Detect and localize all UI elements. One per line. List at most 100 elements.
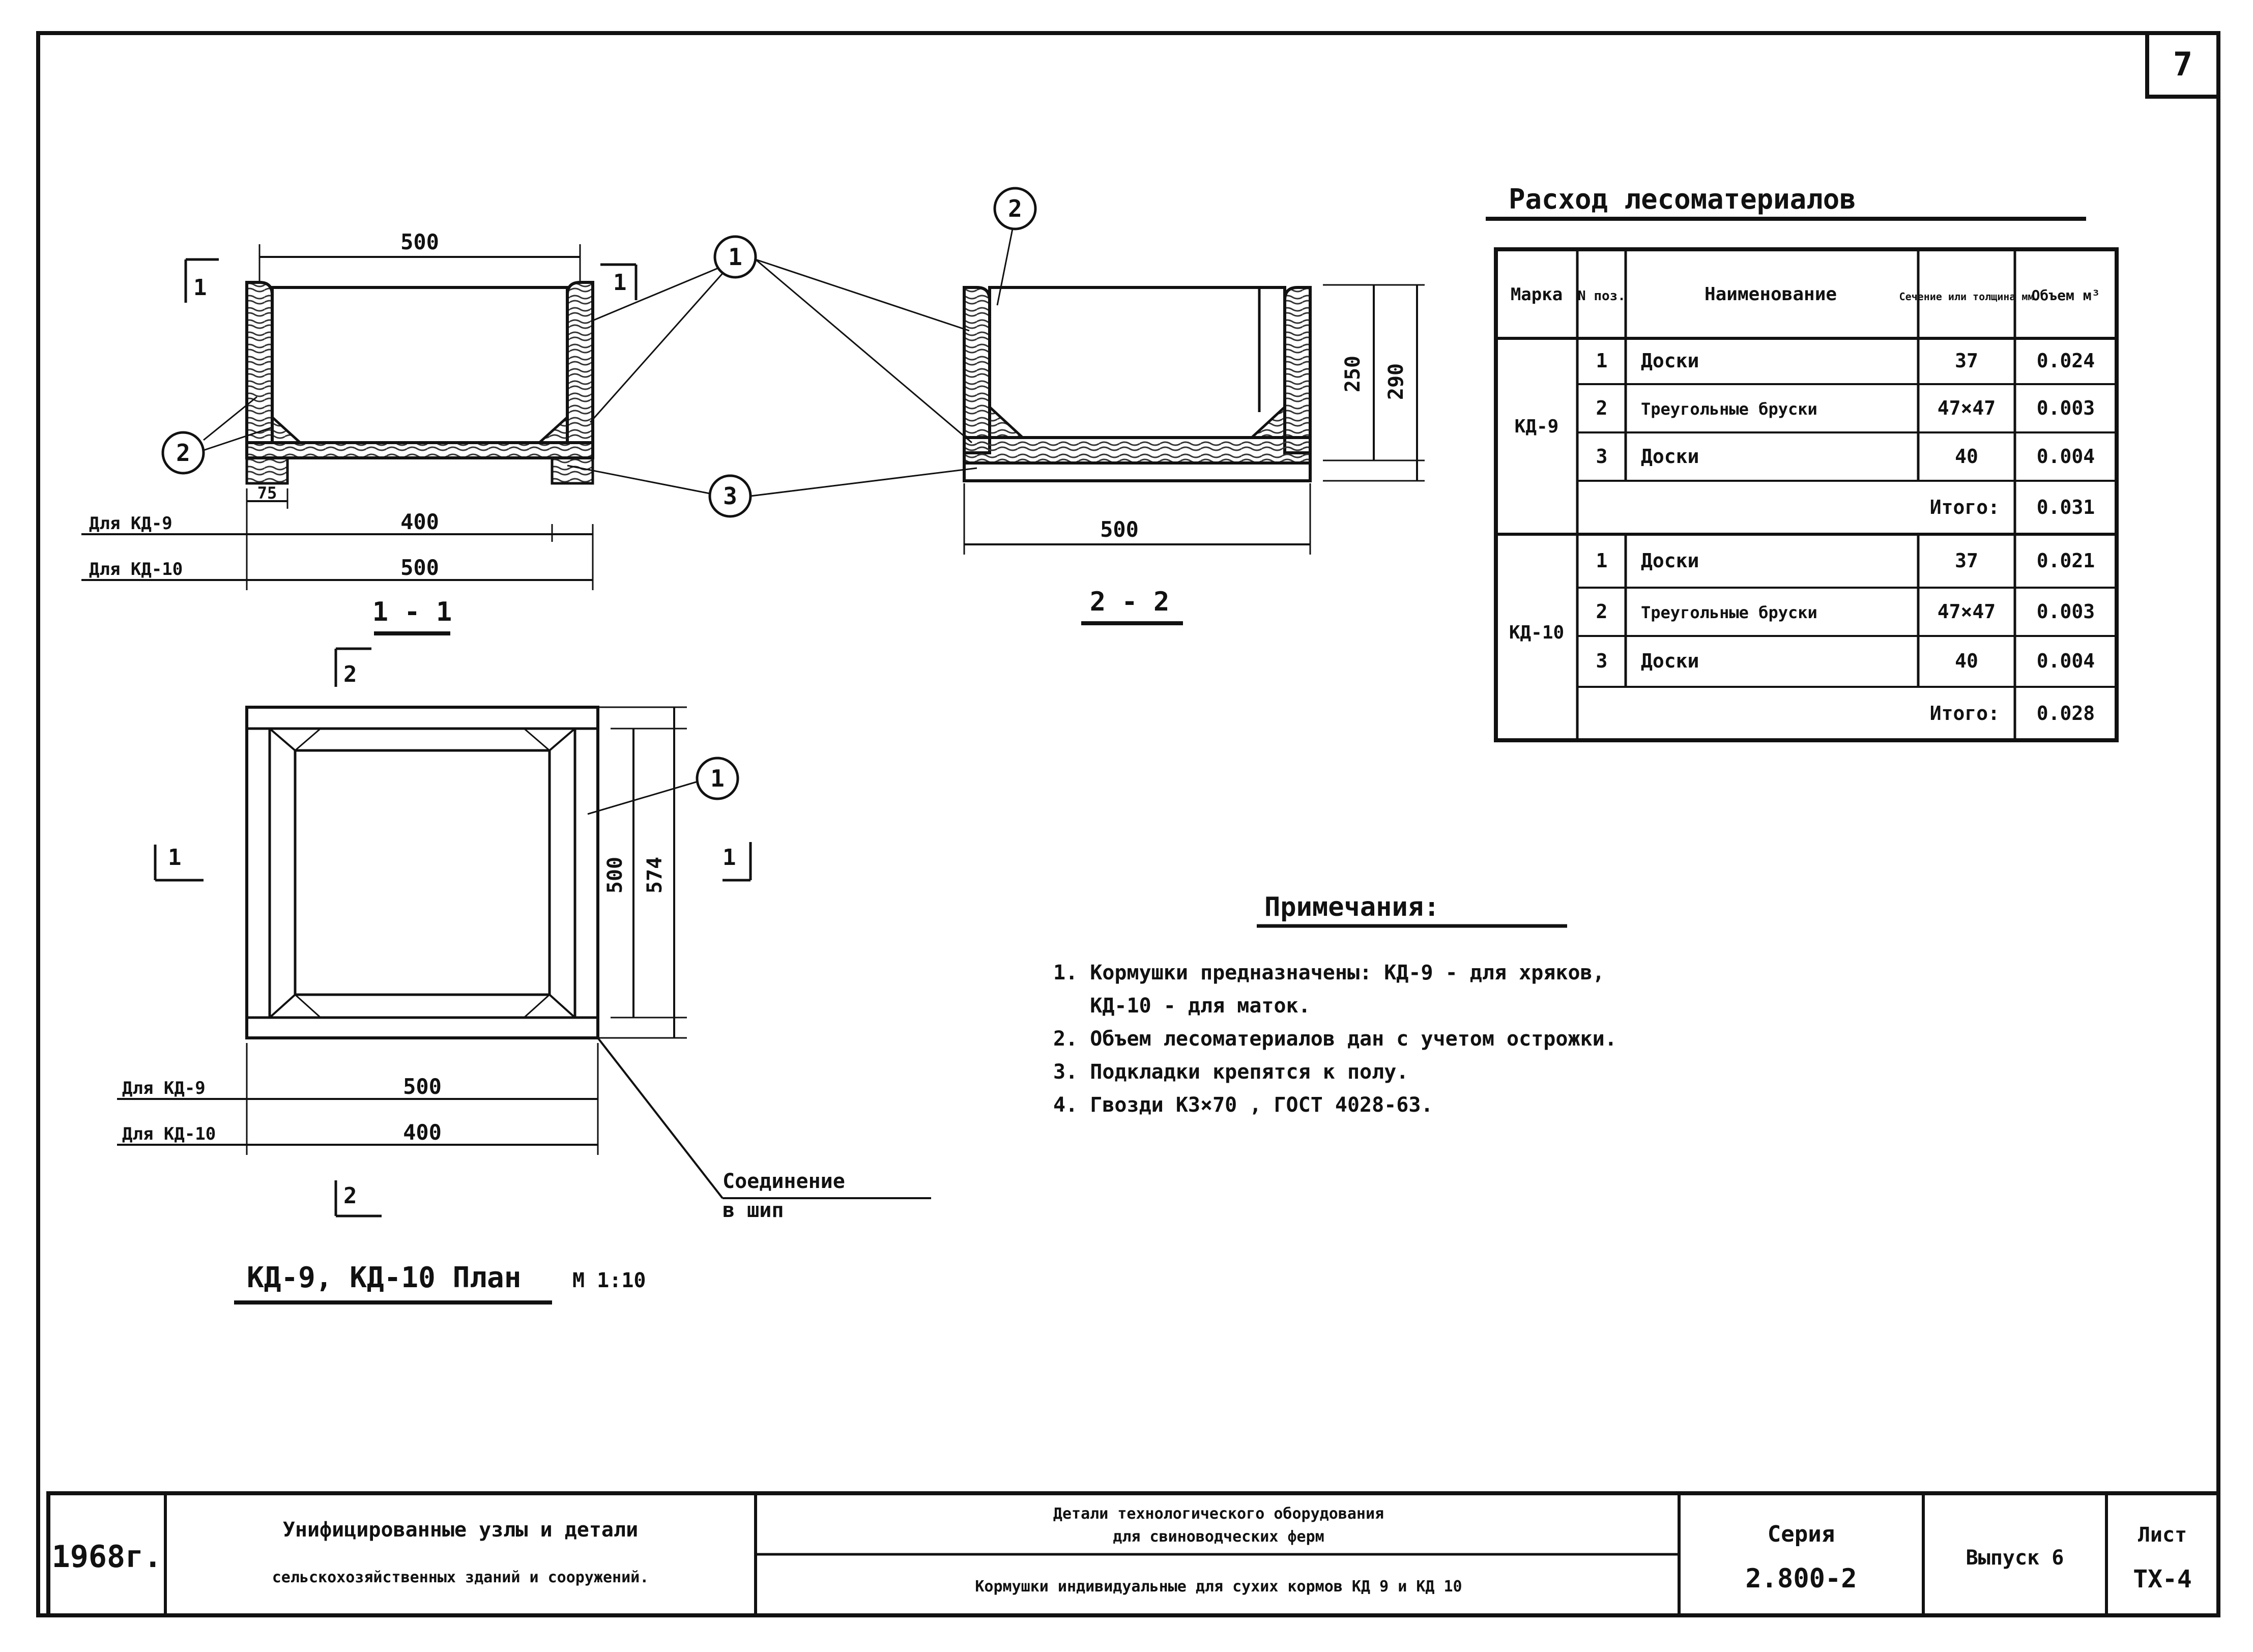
cell-pos: 3 (1596, 445, 1608, 468)
note-item: 4. Гвозди К3×70 , ГОСТ 4028-63. (1053, 1093, 1433, 1117)
th-mark: Марка (1511, 284, 1563, 305)
section2-left-triangle (988, 404, 1026, 439)
plan-outer (245, 706, 599, 1039)
tb-subject-line1: Детали технологического оборудования (1053, 1505, 1384, 1523)
tb-series-label: Серия (1768, 1521, 1835, 1547)
callout-3-label: 3 (723, 482, 737, 510)
section1-bottom-board (245, 441, 594, 459)
th-pos: N поз. (1578, 288, 1626, 304)
section1-right-board (566, 281, 594, 444)
cell-section: 47×47 (1938, 600, 1996, 623)
callout-1-plan-label: 1 (710, 765, 725, 792)
plan-cut-mark-right: 1 (723, 845, 736, 871)
callout-2-top (993, 187, 1037, 230)
section2-width-dim: 500 (1100, 517, 1139, 542)
cell-section: 37 (1955, 350, 1978, 372)
section1-kd9-label: Для КД-9 (89, 513, 172, 534)
section1-left-pad (245, 456, 289, 485)
cell-name: Треугольные бруски (1641, 603, 1817, 622)
group-mark: КД-10 (1509, 622, 1564, 643)
plan-caption: КД-9, КД-10 План (247, 1261, 521, 1294)
title-block: 1968г. Унифицированные узлы и детали сел… (46, 1491, 2220, 1617)
tb-series-line1: Унифицированные узлы и детали (283, 1518, 638, 1542)
section1-caption: 1 - 1 (372, 597, 452, 627)
cell-section: 47×47 (1938, 397, 1996, 419)
cell-section: 40 (1955, 650, 1978, 672)
plan-cut-mark-left: 1 (168, 845, 182, 871)
cell-volume: 0.024 (2037, 350, 2095, 372)
table-title: Расход лесоматериалов (1509, 183, 1856, 215)
plan-kd9-dim: 500 (403, 1074, 442, 1099)
joint-label-line1: Соединение (723, 1170, 845, 1193)
section2-pad (963, 461, 1312, 482)
callout-2-top-label: 2 (1008, 195, 1022, 222)
tb-subject-line2: для свиноводческих ферм (1113, 1528, 1324, 1546)
cell-volume: 0.004 (2037, 650, 2095, 672)
section2-caption: 2 - 2 (1090, 587, 1170, 617)
cell-name: Доски (1641, 650, 1699, 672)
plan-inner-dim: 500 (603, 857, 627, 893)
callout-1-top (713, 235, 757, 279)
section2-bottom-board (963, 436, 1312, 465)
plan-scale: М 1:10 (572, 1269, 646, 1292)
plan-kd10-dim: 400 (403, 1120, 442, 1145)
tb-sheet-label: Лист (2138, 1523, 2187, 1547)
plan-cut-mark-bottom: 2 (343, 1183, 357, 1209)
section1-pad-dim: 75 (257, 483, 277, 503)
plan-kd9-label: Для КД-9 (122, 1078, 206, 1098)
cell-pos: 2 (1596, 397, 1608, 419)
section1-width-dim: 500 (400, 229, 439, 254)
sheet-number: 7 (2173, 46, 2193, 83)
tb-series-value: 2.800-2 (1745, 1563, 1857, 1594)
section2-inner-height-dim: 250 (1341, 356, 1365, 392)
section1-right-triangle (536, 414, 569, 444)
cell-section: 40 (1955, 445, 1978, 468)
cell-volume: 0.004 (2037, 445, 2095, 468)
cell-name: Доски (1641, 350, 1699, 372)
cell-pos: 2 (1596, 600, 1608, 623)
cell-pos: 3 (1596, 650, 1608, 672)
section1-kd9-dim: 400 (400, 509, 439, 534)
callout-2-left (161, 431, 205, 475)
plan-inner (294, 749, 551, 996)
section1-inner-frame (271, 286, 569, 444)
cell-total: 0.031 (2037, 496, 2095, 518)
plan-view: 500 574 Для КД-9 Для КД-10 500 400 1 1 2… (117, 647, 931, 1305)
plan-frame (268, 727, 576, 1019)
section2-inner-frame (988, 286, 1286, 439)
cell-pos: 1 (1596, 350, 1608, 372)
cell-name: Треугольные бруски (1641, 399, 1817, 419)
cell-total: 0.028 (2037, 702, 2095, 724)
callout-2-label: 2 (176, 439, 190, 467)
note-item: 2. Объем лесоматериалов дан с учетом ост… (1053, 1027, 1617, 1051)
cell-section: 37 (1955, 549, 1978, 572)
cut-mark-right: 1 (613, 270, 627, 296)
sheet-frame (36, 31, 2220, 1617)
section1-kd10-dim: 500 (400, 555, 439, 580)
cell-volume: 0.021 (2037, 549, 2095, 572)
cell-volume: 0.003 (2037, 600, 2095, 623)
section-2-2: 250 290 500 2 - 2 (963, 284, 1425, 625)
callout-1-label: 1 (728, 243, 742, 271)
sheet-number-box (2145, 31, 2220, 99)
section1-right-pad (551, 456, 594, 485)
joint-label-line2: в шип (723, 1199, 784, 1222)
th-section: Сечение или толщина мм (1899, 291, 2034, 303)
cut-mark-left: 1 (193, 275, 207, 301)
cell-pos: 1 (1596, 549, 1608, 572)
plan-kd10-label: Для КД-10 (122, 1124, 216, 1144)
group-mark: КД-9 (1515, 416, 1559, 437)
note-item: 3. Подкладки крепятся к полу. (1053, 1060, 1408, 1084)
cell-total-label: Итого: (1930, 702, 2000, 724)
callout-3 (708, 474, 752, 518)
lumber-table: Расход лесоматериалов Марка N поз. Наиме… (1486, 183, 2119, 742)
section2-right-triangle (1248, 404, 1286, 439)
cell-total-label: Итого: (1930, 496, 2000, 518)
tb-series-line2: сельскохозяйственных зданий и сооружений… (272, 1569, 649, 1586)
callout-1-plan (696, 757, 739, 800)
cell-name: Доски (1641, 549, 1699, 572)
tb-subject-line3: Кормушки индивидуальные для сухих кормов… (975, 1578, 1462, 1596)
cell-name: Доски (1641, 445, 1699, 468)
note-item: КД-10 - для маток. (1053, 994, 1311, 1018)
